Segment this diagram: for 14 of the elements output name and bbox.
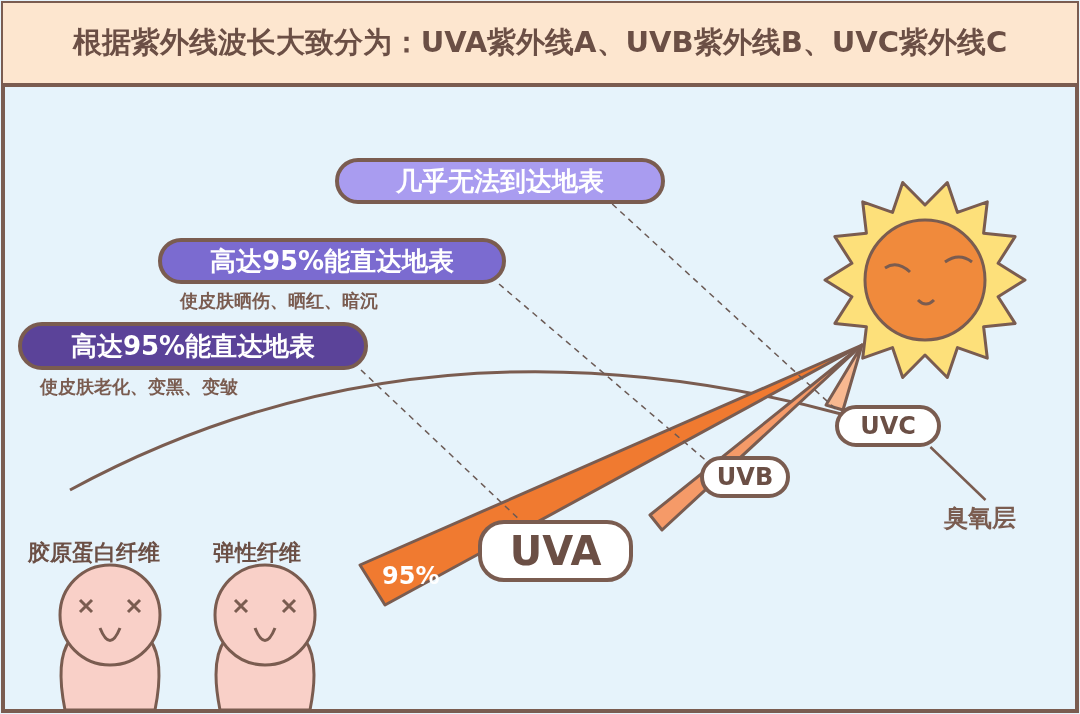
label-pill: UVA xyxy=(478,520,633,582)
fiber-label: 胶原蛋白纤维 xyxy=(28,539,160,567)
label-pill: 几乎无法到达地表 xyxy=(335,158,665,204)
label-pill: 高达95%能直达地表 xyxy=(158,238,506,284)
leader-line xyxy=(929,446,987,501)
label-pill: UVB xyxy=(700,456,790,498)
label-pill: 高达95%能直达地表 xyxy=(18,322,368,370)
ozone-layer-label: 臭氧层 xyxy=(925,500,1035,536)
title-banner: 根据紫外线波长大致分为：UVA紫外线A、UVB紫外线B、UVC紫外线C xyxy=(3,3,1077,87)
caption-text: 使皮肤晒伤、晒红、暗沉 xyxy=(180,289,378,313)
percent-label: 95% xyxy=(382,562,440,590)
fiber-label: 弹性纤维 xyxy=(213,539,301,567)
label-pill: UVC xyxy=(835,405,941,447)
caption-text: 使皮肤老化、变黑、变皱 xyxy=(40,375,238,399)
